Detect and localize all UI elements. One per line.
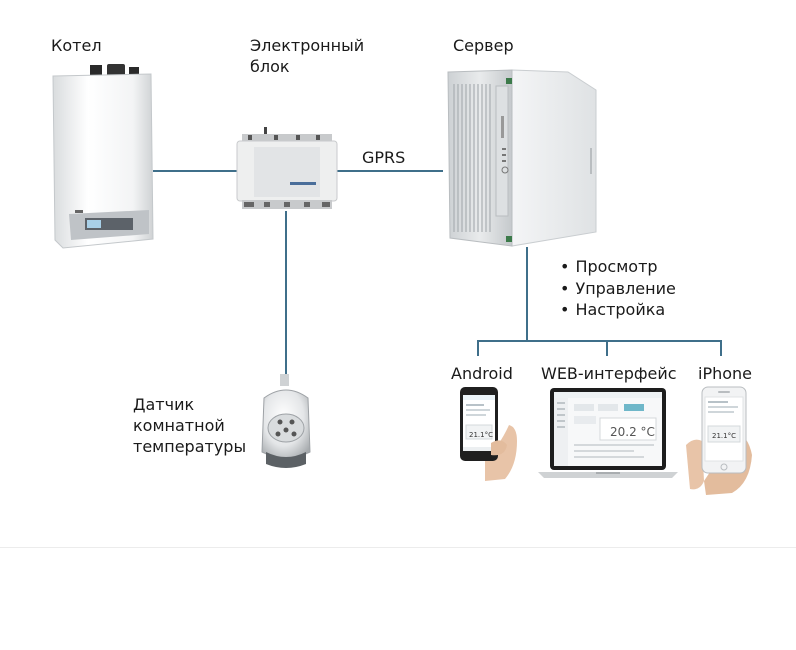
iphone-temperature-readout: 21.1°C: [712, 432, 736, 440]
server-label: Сервер: [453, 36, 514, 55]
laptop-image: [538, 388, 678, 478]
sensor-label-line-2: комнатной: [133, 416, 225, 435]
sensor-label: Датчик комнатной температуры: [133, 394, 246, 457]
connector-to-android: [477, 340, 479, 356]
bottom-divider: [0, 547, 796, 548]
feature-settings: Настройка: [560, 299, 676, 321]
connector-to-web: [606, 340, 608, 356]
feature-list: Просмотр Управление Настройка: [560, 256, 676, 321]
sensor-label-line-3: температуры: [133, 437, 247, 456]
web-interface-label: WEB-интерфейс: [541, 364, 677, 383]
connector-to-iphone: [720, 340, 722, 356]
electronic-unit-label-line-1: Электронный: [250, 36, 365, 55]
electronic-unit-label-line-2: блок: [250, 57, 290, 76]
android-phone-image: [460, 387, 517, 481]
boiler-image: [52, 64, 154, 249]
electronic-unit-label: Электронный блок: [250, 35, 364, 77]
iphone-image: [686, 386, 752, 495]
temperature-sensor-image: [261, 374, 311, 468]
boiler-label: Котел: [51, 36, 102, 55]
web-temperature-readout: 20.2 °C: [610, 425, 655, 439]
connector-clients-bus: [477, 340, 722, 342]
iphone-label: iPhone: [698, 364, 753, 383]
server-image: [447, 69, 597, 247]
connector-unit-sensor: [285, 211, 287, 376]
feature-view: Просмотр: [560, 256, 676, 278]
connector-boiler-unit: [153, 170, 237, 172]
android-temperature-readout: 21.1°C: [469, 431, 493, 439]
connector-server-down: [526, 247, 528, 341]
sensor-label-line-1: Датчик: [133, 395, 195, 414]
gprs-label: GPRS: [362, 148, 406, 167]
feature-control: Управление: [560, 278, 675, 300]
android-label: Android: [451, 364, 513, 383]
electronic-unit-image: [236, 127, 338, 209]
connector-unit-server: [337, 170, 443, 172]
